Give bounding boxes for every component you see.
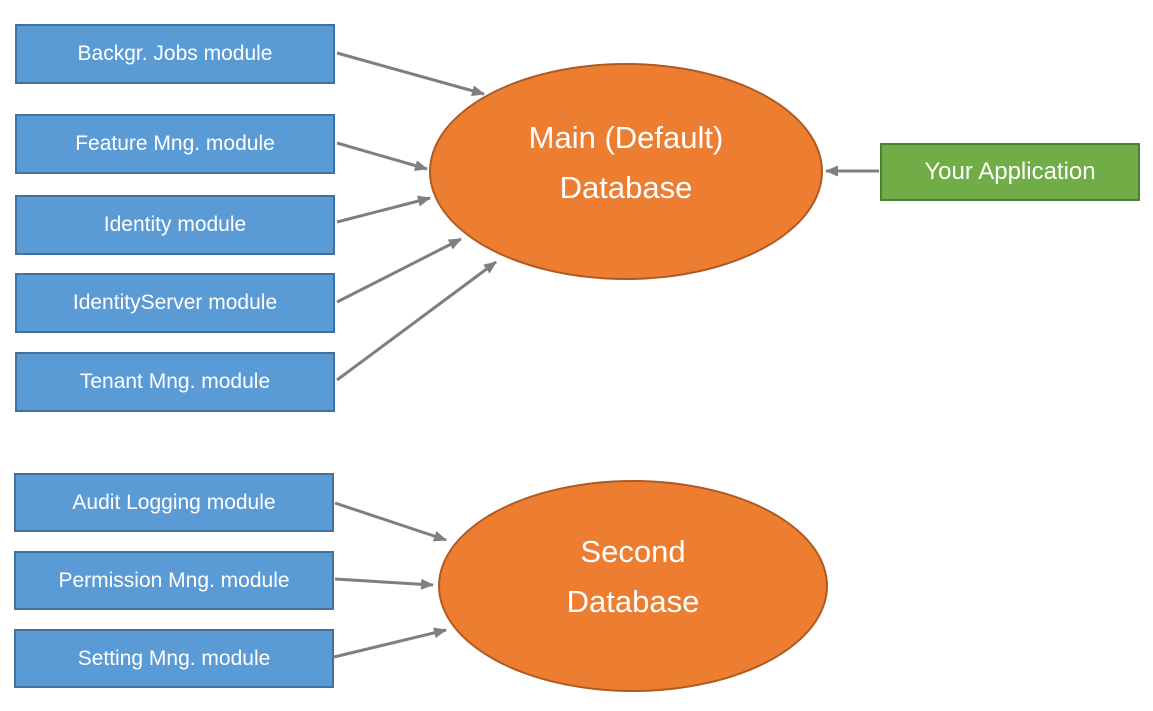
node-feature-mng-module: Feature Mng. module: [15, 114, 335, 174]
edge-tenant-mng-module-to-main-database: [336, 260, 497, 382]
edge-audit-logging-module-to-second-database: [334, 501, 447, 542]
node-tenant-mng-module: Tenant Mng. module: [15, 352, 335, 412]
edge-feature-mng-module-to-main-database: [336, 141, 428, 171]
node-label: IdentityServer module: [72, 291, 278, 314]
node-setting-mng-module: Setting Mng. module: [14, 629, 334, 688]
node-label: Your Application: [924, 158, 1096, 185]
node-your-application: Your Application: [880, 143, 1140, 201]
database-label-line2: Database: [566, 584, 700, 619]
edge-permission-mng-module-to-second-database: [334, 577, 434, 590]
database-label-line1: Second: [580, 534, 686, 569]
database-label-line1: Main (Default): [528, 119, 724, 155]
edge-identity-module-to-main-database: [336, 195, 431, 224]
node-label: Feature Mng. module: [75, 132, 275, 155]
node-label: Permission Mng. module: [58, 568, 290, 592]
node-main-database: Main (Default) Database: [429, 63, 823, 280]
edge-identityserver-module-to-main-database: [336, 237, 462, 304]
database-label-line2: Database: [559, 169, 693, 205]
node-label: Second Database: [567, 527, 700, 627]
edge-backgr-jobs-module-to-main-database: [336, 51, 485, 97]
node-identityserver-module: IdentityServer module: [15, 273, 335, 333]
node-label: Setting Mng. module: [77, 646, 271, 670]
node-audit-logging-module: Audit Logging module: [14, 473, 334, 532]
node-label: Main (Default) Database: [529, 113, 724, 213]
node-label: Audit Logging module: [72, 490, 276, 514]
edge-setting-mng-module-to-second-database: [333, 627, 447, 659]
node-permission-mng-module: Permission Mng. module: [14, 551, 334, 610]
node-backgr-jobs-module: Backgr. Jobs module: [15, 24, 335, 84]
node-second-database: Second Database: [438, 480, 828, 692]
node-label: Identity module: [103, 213, 247, 236]
node-label: Tenant Mng. module: [79, 370, 271, 393]
node-label: Backgr. Jobs module: [77, 42, 273, 65]
node-identity-module: Identity module: [15, 195, 335, 255]
